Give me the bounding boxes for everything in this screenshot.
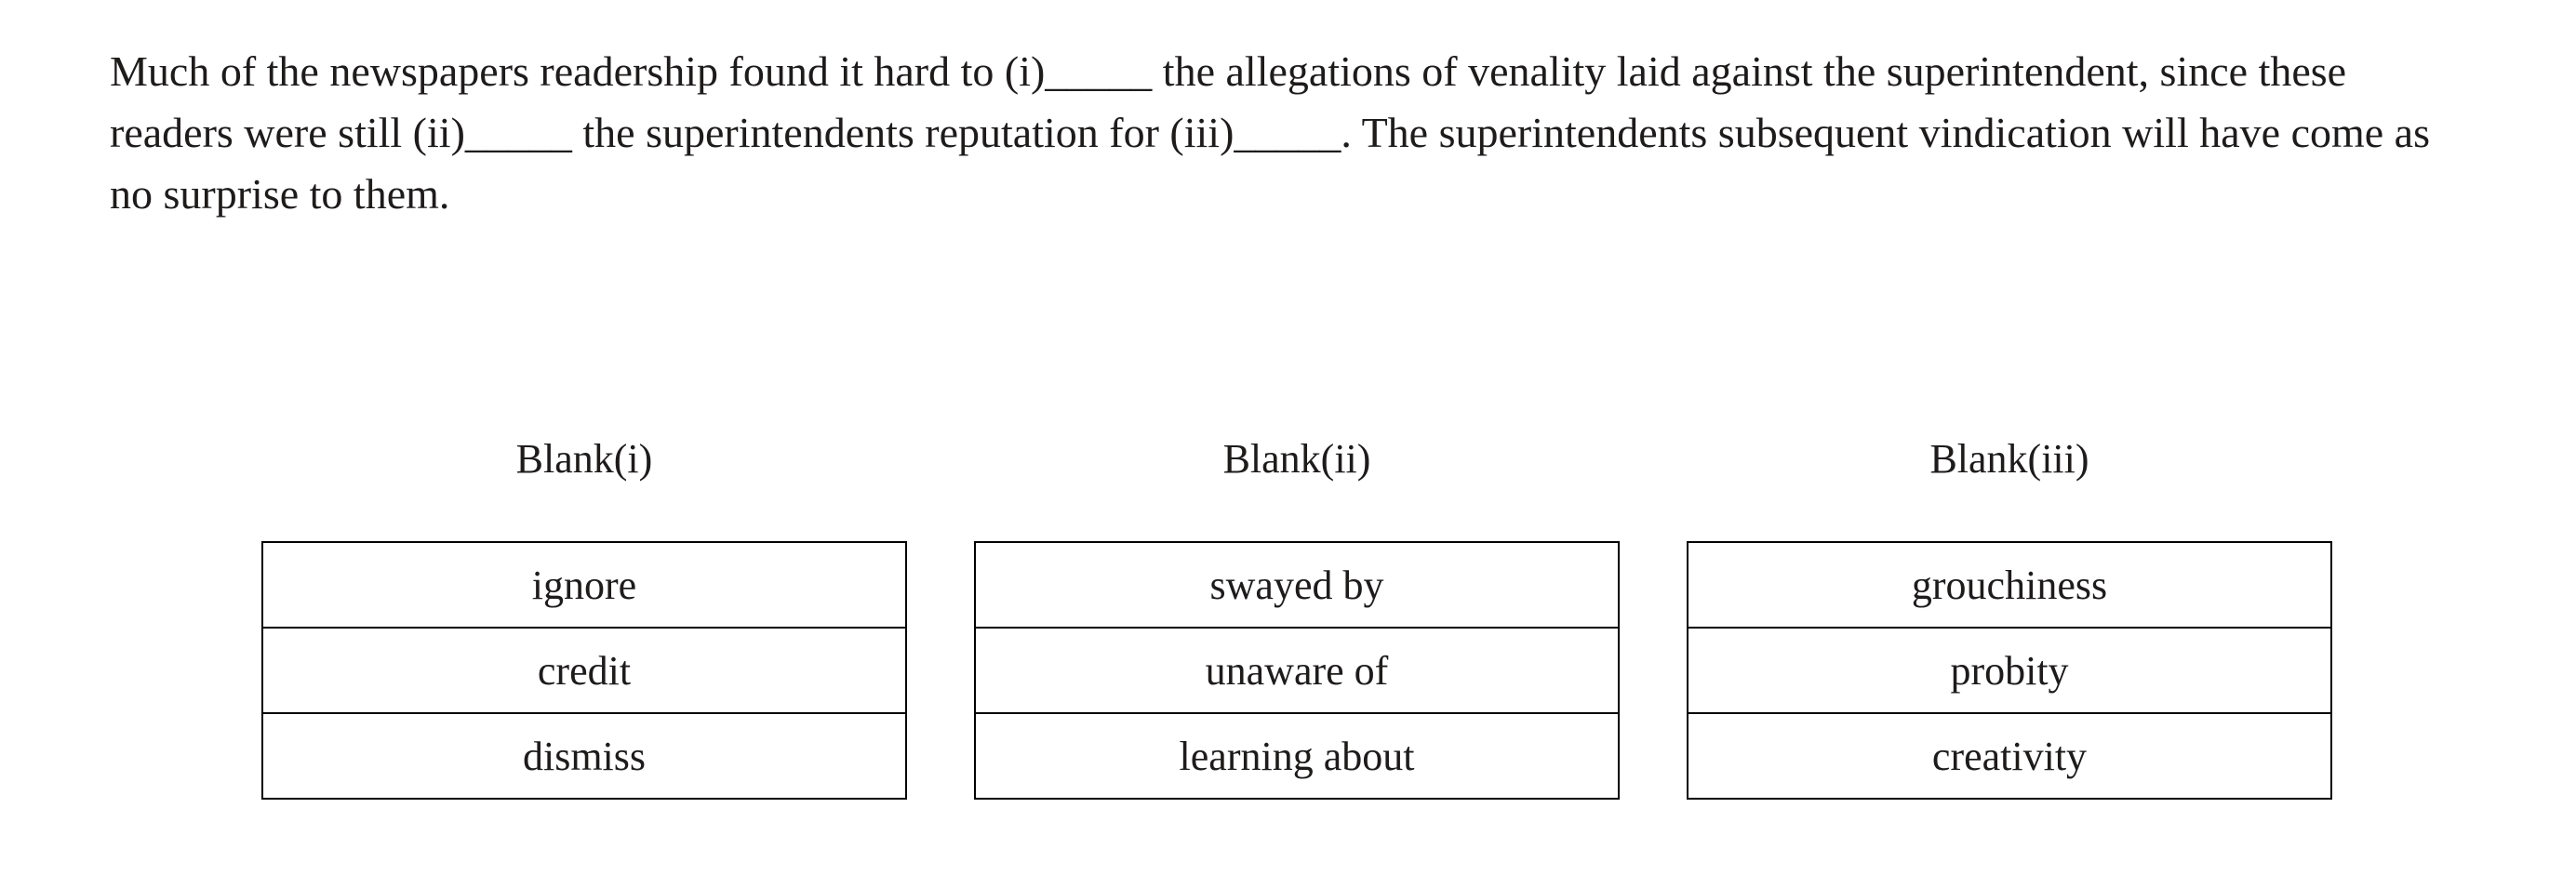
blank-i-header: Blank(i)	[515, 436, 653, 482]
passage-line-1: Much of the newspapers readership found …	[110, 47, 2347, 95]
blank-iii-option-2[interactable]: probity	[1687, 627, 2332, 714]
blank-ii-option-1[interactable]: swayed by	[974, 541, 1620, 629]
blank-iii-option-1[interactable]: grouchiness	[1687, 541, 2332, 629]
table-row: creativity	[1687, 712, 2332, 800]
passage-line-3: no surprise to them.	[110, 170, 450, 218]
table-row: ignore	[261, 541, 907, 629]
blank-iii-column: Blank(iii) grouchiness probity creativit…	[1687, 429, 2332, 800]
blank-i-option-3[interactable]: dismiss	[261, 712, 907, 800]
table-row: dismiss	[261, 712, 907, 800]
blank-iii-option-3[interactable]: creativity	[1687, 712, 2332, 800]
table-row: swayed by	[974, 541, 1620, 629]
table-row: grouchiness	[1687, 541, 2332, 629]
blank-ii-option-2[interactable]: unaware of	[974, 627, 1620, 714]
blank-i-column: Blank(i) ignore credit dismiss	[261, 429, 907, 800]
question-passage: Much of the newspapers readership found …	[110, 41, 2566, 225]
passage-line-2: readers were still (ii)_____ the superin…	[110, 109, 2430, 156]
blank-iii-header: Blank(iii)	[1929, 436, 2089, 482]
table-row: learning about	[974, 712, 1620, 800]
blank-i-option-1[interactable]: ignore	[261, 541, 907, 629]
blank-ii-option-3[interactable]: learning about	[974, 712, 1620, 800]
blank-iii-options-table: grouchiness probity creativity	[1687, 541, 2332, 800]
blank-ii-column: Blank(ii) swayed by unaware of learning …	[974, 429, 1620, 800]
table-row: probity	[1687, 627, 2332, 714]
blank-i-options-table: ignore credit dismiss	[261, 541, 907, 800]
table-row: unaware of	[974, 627, 1620, 714]
table-row: credit	[261, 627, 907, 714]
answer-area: Blank(i) ignore credit dismiss Blank(ii)	[261, 429, 2332, 800]
blank-ii-options-table: swayed by unaware of learning about	[974, 541, 1620, 800]
blank-ii-header: Blank(ii)	[1222, 436, 1371, 482]
blank-i-option-2[interactable]: credit	[261, 627, 907, 714]
